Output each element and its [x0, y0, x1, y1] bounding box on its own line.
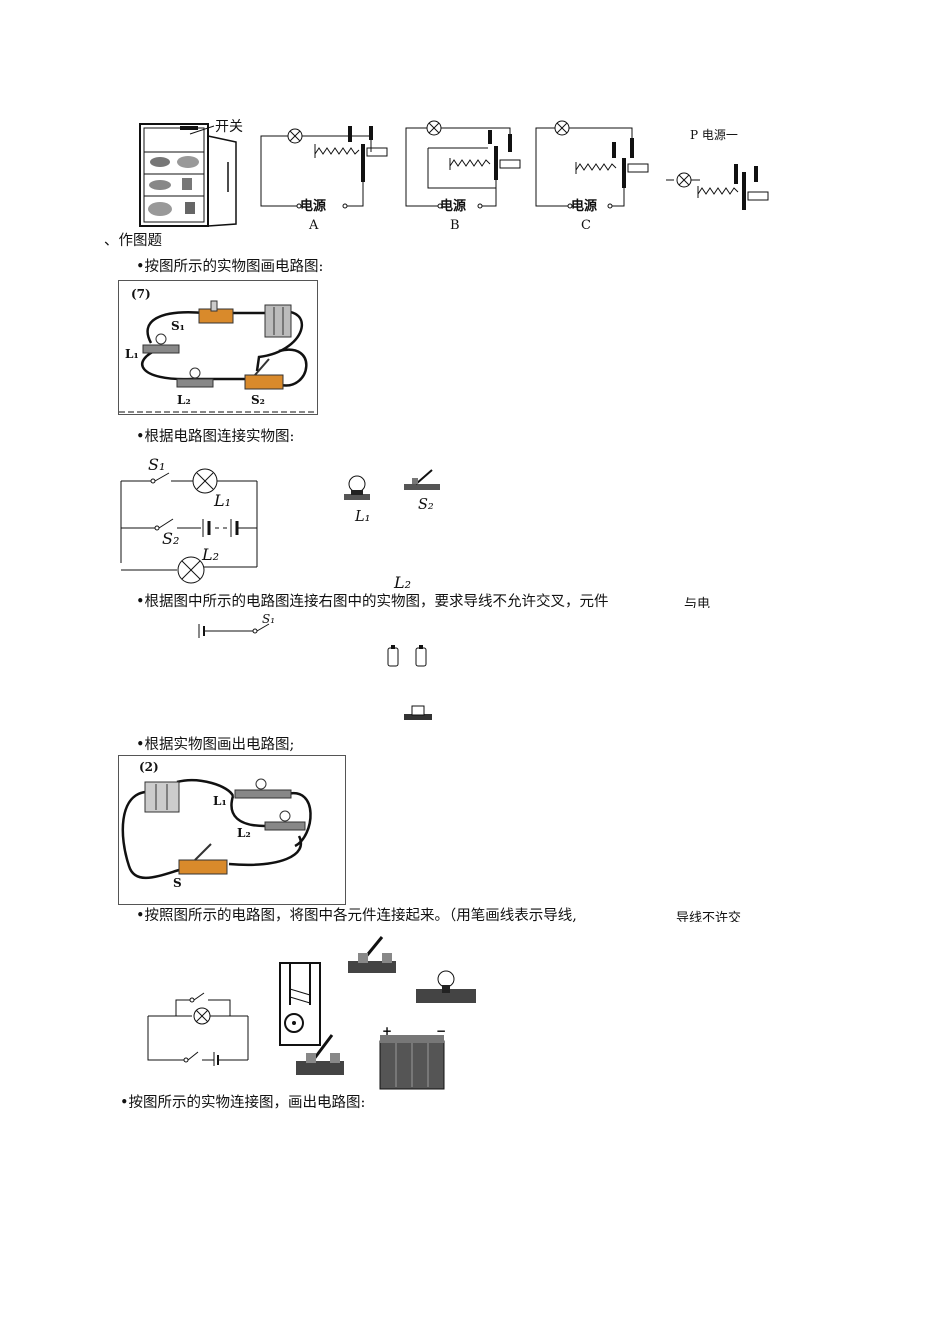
- circuit-c-source-label: 电源: [571, 199, 598, 214]
- q2-switch-s2: [404, 469, 440, 490]
- q1-wiring: [119, 300, 317, 413]
- fridge-figure: [139, 123, 237, 227]
- q2-label-s2: S₂: [162, 529, 180, 548]
- q2-circuit-diagram: [120, 468, 258, 584]
- q3-circuit-diagram: [198, 623, 270, 638]
- q1-figure-tag: (7): [131, 287, 151, 301]
- q2-bulb-l2-label: L₂: [394, 573, 412, 592]
- q1-figure: (7) S₁ L₁ L₂ S₂: [118, 280, 318, 415]
- q4-figure: (2) L₁ L₂ S: [118, 755, 346, 905]
- q2-label-l1: L₁: [214, 491, 232, 510]
- q3-cut-text: 与电: [684, 597, 711, 608]
- q6-text: •按图所示的实物连接图，画出电路图:: [120, 1095, 366, 1111]
- circuit-b: [405, 120, 521, 209]
- circuit-a-source-label: 电源: [300, 199, 327, 214]
- section-title: 、作图题: [104, 233, 162, 249]
- circuit-b-source-label: 电源: [440, 199, 467, 214]
- circuit-c-letter: C: [581, 218, 591, 233]
- q3-batteries: [387, 645, 427, 667]
- svg-text:−: −: [436, 1024, 446, 1038]
- circuit-b-letter: B: [450, 218, 460, 233]
- q4-figure-tag: (2): [139, 760, 159, 774]
- q4-label-s: S: [173, 876, 182, 890]
- q2-bulb-l1-label: L₁: [355, 509, 371, 525]
- q4-text: •根据实物图画出电路图;: [136, 737, 295, 753]
- q4-wiring: [121, 778, 312, 880]
- circuit-c: [535, 120, 649, 209]
- q2-switch-s2-label: S₂: [418, 497, 434, 513]
- q2-text: •根据电路图连接实物图:: [136, 429, 295, 445]
- q1-label-s1: S₁: [171, 319, 185, 333]
- q1-label-s2: S₂: [251, 393, 265, 407]
- q2-label-l2: L₂: [202, 545, 220, 564]
- q5-components: + −: [279, 936, 476, 1090]
- q1-label-l1: L₁: [125, 347, 139, 361]
- option-d-label: P 电源一: [690, 128, 738, 142]
- circuit-a: [260, 126, 388, 209]
- svg-text:+: +: [382, 1024, 392, 1038]
- fridge-switch-label: 开关: [215, 119, 243, 135]
- q5-circuit-diagram: [147, 992, 249, 1066]
- q1-label-l2: L₂: [177, 393, 191, 407]
- q1-text: •按图所示的实物图画电路图:: [136, 259, 324, 275]
- circuit-a-letter: A: [309, 218, 319, 233]
- q2-label-s1: S₁: [148, 455, 166, 474]
- q5-cut-text: 导线不许交: [676, 911, 742, 922]
- q2-bulb-l1: [344, 475, 370, 500]
- q4-label-l2: L₂: [237, 826, 251, 840]
- q3-text: •根据图中所示的电路图连接右图中的实物图，要求导线不允许交叉，元件: [136, 594, 609, 610]
- q5-text: •按照图所示的电路图，将图中各元件连接起来。（用笔画线表示导线,: [136, 908, 577, 924]
- circuit-d: [666, 164, 769, 210]
- q3-bulb: [404, 705, 432, 720]
- q3-s1-label: S₁: [262, 612, 276, 626]
- q4-label-l1: L₁: [213, 794, 227, 808]
